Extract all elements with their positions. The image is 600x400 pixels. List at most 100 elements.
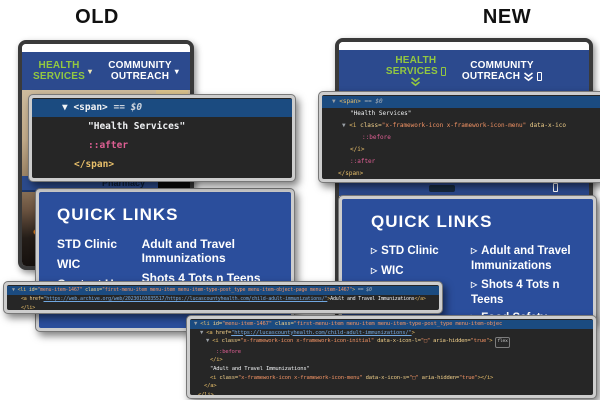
- code-token: == $0: [354, 287, 372, 293]
- code-token: "x-framework-icon x-framework-icon-initi…: [240, 338, 375, 345]
- code-token: "first-menu-item menu-item menu-item-typ…: [293, 321, 503, 327]
- quick-link[interactable]: Adult and Travel Immunizations: [142, 237, 291, 265]
- code-token: ▼: [332, 98, 340, 105]
- quick-link[interactable]: WIC: [57, 257, 142, 271]
- code-token: <i: [210, 374, 220, 381]
- code-line[interactable]: ::before: [322, 132, 600, 144]
- code-token: ▼: [12, 287, 18, 293]
- code-line[interactable]: "Health Services": [322, 108, 600, 120]
- code-line[interactable]: </li>: [190, 391, 593, 395]
- missing-glyph-icon: [537, 72, 543, 81]
- caret-down-icon: ▾: [88, 66, 93, 76]
- nav-item-health-services[interactable]: HEALTH SERVICES: [386, 55, 446, 87]
- new-label: NEW: [482, 6, 532, 28]
- code-token: <li: [17, 287, 29, 293]
- old-menu-item-code: ▼ <li id="menu-item-1467" class="first-m…: [7, 285, 439, 310]
- code-line[interactable]: ::after: [32, 136, 292, 155]
- code-token: "x-framework-icon x-framework-icon-menu": [381, 122, 527, 129]
- new-devtools-code: ▼ <span> == $0"Health Services"▼ <i clas…: [322, 95, 600, 179]
- double-chevron-down-icon: [524, 71, 534, 81]
- code-token: </i>: [350, 146, 365, 153]
- code-line[interactable]: ▼ <li id="menu-item-1467" class="first-m…: [190, 320, 593, 329]
- code-token: <a: [206, 329, 216, 336]
- code-token: "first-menu-item menu-item menu-item-typ…: [101, 287, 353, 293]
- code-token: id=: [212, 321, 223, 327]
- new-nav-bar: HEALTH SERVICES COMMUNITY OUTREACH: [339, 50, 589, 92]
- code-token: "□": [409, 374, 419, 381]
- code-line[interactable]: </span>: [322, 168, 600, 179]
- code-token: ::after: [88, 140, 129, 151]
- code-token: >: [411, 329, 415, 336]
- code-line[interactable]: "Health Services": [32, 117, 292, 136]
- quick-link[interactable]: ▷STD Clinic: [371, 244, 471, 259]
- code-line[interactable]: </i>: [322, 144, 600, 156]
- quick-link-label: WIC: [57, 257, 81, 271]
- code-line[interactable]: ▼ <li id="menu-item-1467" class="first-m…: [7, 286, 439, 295]
- code-token: ▼: [62, 102, 74, 113]
- code-token: ▼: [194, 321, 201, 327]
- code-line[interactable]: <i class="x-framework-icon x-framework-i…: [190, 374, 593, 383]
- code-line[interactable]: </i>: [190, 356, 593, 365]
- code-line[interactable]: ▼ <a href="https://lucascountyhealth.com…: [190, 329, 593, 338]
- code-token: ▼: [342, 122, 350, 129]
- nav-item-community-outreach[interactable]: COMMUNITY OUTREACH: [461, 60, 543, 82]
- code-line[interactable]: </a>: [190, 382, 593, 391]
- code-token: "Health Services": [88, 121, 186, 132]
- code-token: </i>: [210, 357, 223, 364]
- code-token: "https://web.archive.org/web/20230103035…: [43, 296, 328, 302]
- nav-label-line: OUTREACH: [461, 71, 521, 82]
- code-line[interactable]: ::after: [322, 156, 600, 168]
- code-token: aria-hidden=: [430, 338, 471, 345]
- code-token: id=: [28, 287, 38, 293]
- code-token: ::after: [350, 158, 376, 165]
- triangle-bullet-icon: ▷: [371, 265, 378, 275]
- code-token: <i: [349, 122, 361, 129]
- code-token: class=: [271, 321, 294, 327]
- quick-links-title: QUICK LINKS: [57, 205, 179, 224]
- code-line[interactable]: ▼ <span> == $0: [322, 96, 600, 108]
- quick-link[interactable]: ▷Adult and Travel Immunizations: [471, 244, 593, 273]
- menu-row: [339, 181, 589, 196]
- quick-link[interactable]: ▷WIC: [371, 264, 471, 279]
- code-token: </span>: [338, 170, 364, 177]
- triangle-bullet-icon: ▷: [471, 279, 478, 289]
- nav-label-line: SERVICES: [385, 66, 438, 77]
- quick-link-label: WIC: [381, 264, 404, 277]
- missing-glyph-icon: [440, 67, 446, 76]
- code-line[interactable]: ::before: [190, 348, 593, 357]
- code-token: class=: [82, 287, 102, 293]
- old-devtools-panel: ▼ <span> == $0"Health Services"::after</…: [28, 94, 296, 182]
- code-token: <span>: [73, 102, 108, 113]
- code-line[interactable]: ▼ <i class="x-framework-icon x-framework…: [322, 120, 600, 132]
- pharmacy-label: Pharmacy: [102, 178, 146, 188]
- quick-links-column-2: ▷Adult and Travel Immunizations ▷Shots 4 …: [471, 244, 593, 318]
- code-line[interactable]: <a href="https://web.archive.org/web/202…: [7, 295, 439, 304]
- triangle-bullet-icon: ▷: [371, 246, 378, 255]
- code-line[interactable]: "Adult and Travel Immunizations": [190, 365, 593, 374]
- nav-label-line: HEALTH: [395, 55, 437, 66]
- illegible-menu-label: [429, 185, 455, 192]
- code-token: </li>: [198, 391, 214, 395]
- code-line[interactable]: ▼ <span> == $0: [32, 99, 292, 117]
- code-token: "menu-item-1467": [222, 321, 272, 327]
- code-line[interactable]: </li>: [7, 304, 439, 310]
- code-token: <span>: [339, 98, 361, 105]
- quick-link[interactable]: STD Clinic: [57, 237, 142, 251]
- code-line[interactable]: </span>: [32, 155, 292, 174]
- code-token: "Adult and Travel Immunizations": [210, 365, 310, 372]
- code-token: >: [327, 296, 331, 302]
- old-devtools-code: ▼ <span> == $0"Health Services"::after</…: [32, 98, 292, 175]
- code-token: "Health Services": [350, 110, 412, 117]
- quick-links-title: QUICK LINKS: [371, 212, 493, 231]
- code-token: class=: [221, 338, 241, 345]
- code-token: class=: [360, 122, 382, 129]
- code-token: data-x-icon-l=: [374, 338, 421, 345]
- quick-link[interactable]: ▷Shots 4 Tots n Teens: [471, 278, 593, 307]
- code-line[interactable]: ▼ <i class="x-framework-icon x-framework…: [190, 337, 593, 348]
- code-token: "menu-item-1467": [37, 287, 83, 293]
- page-top-strip: [22, 44, 190, 52]
- code-token: <i: [212, 338, 222, 345]
